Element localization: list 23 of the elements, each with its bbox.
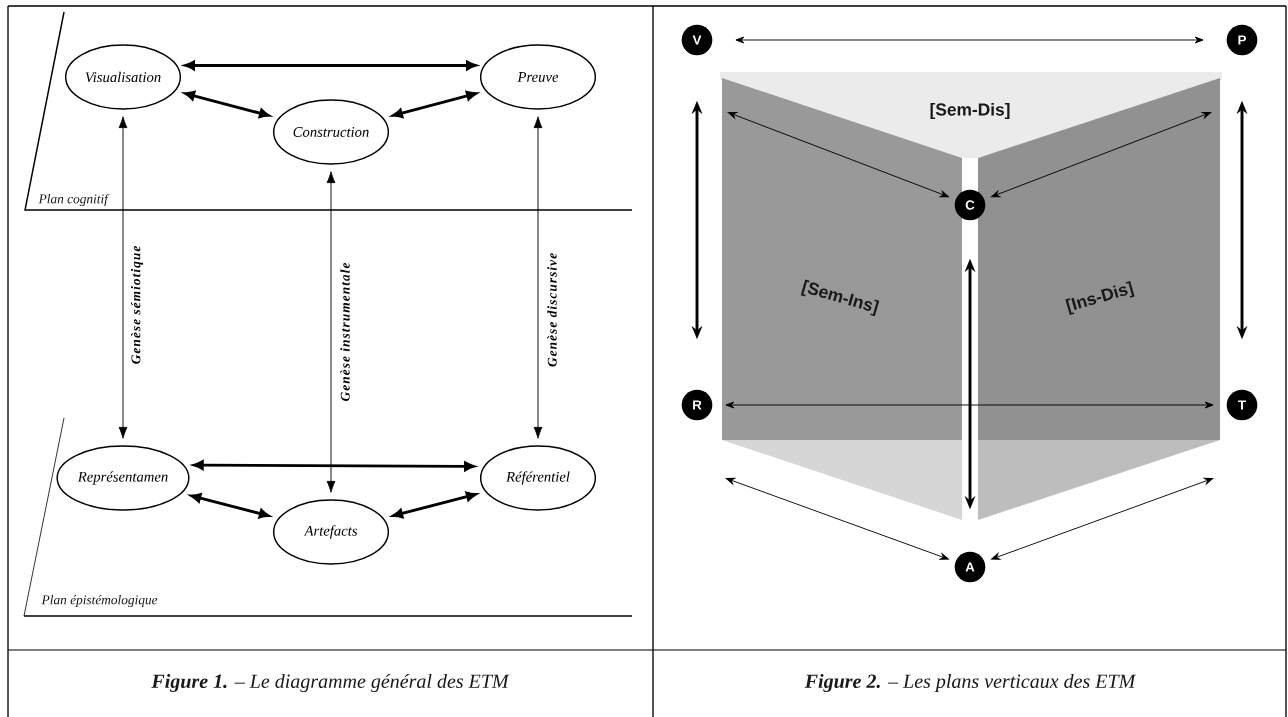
- arrow: [990, 112, 1212, 198]
- edge-label: Genèse sémiotique: [129, 244, 145, 366]
- plane-label: Plan épistémologique: [41, 594, 158, 608]
- edge-label: Genèse instrumentale: [338, 261, 352, 403]
- arrow: [727, 112, 950, 198]
- plane-label: Plan cognitif: [38, 193, 110, 207]
- edge-label: Genèse discursive: [545, 251, 559, 369]
- arrow: [991, 477, 1214, 560]
- arrow: [326, 171, 336, 493]
- ellipse-node: Représentamen: [56, 445, 190, 511]
- arrow: [725, 401, 1214, 409]
- ellipse-node: Visualisation: [64, 44, 182, 110]
- figure-caption: Figure 1. – Le diagramme général des ETM: [151, 673, 510, 693]
- ellipse-node: Preuve: [479, 44, 597, 110]
- ellipse-node: Construction: [272, 99, 390, 165]
- figure-caption: Figure 2. – Les plans verticaux des ETM: [804, 673, 1137, 693]
- panel-label: [Sem-Dis]: [930, 102, 1010, 120]
- arrow: [725, 477, 949, 560]
- arrow: [118, 116, 128, 439]
- arrow: [533, 116, 543, 439]
- arrow: [735, 36, 1204, 44]
- ellipse-node: Référentiel: [479, 445, 597, 511]
- ellipse-node: Artefacts: [272, 499, 390, 565]
